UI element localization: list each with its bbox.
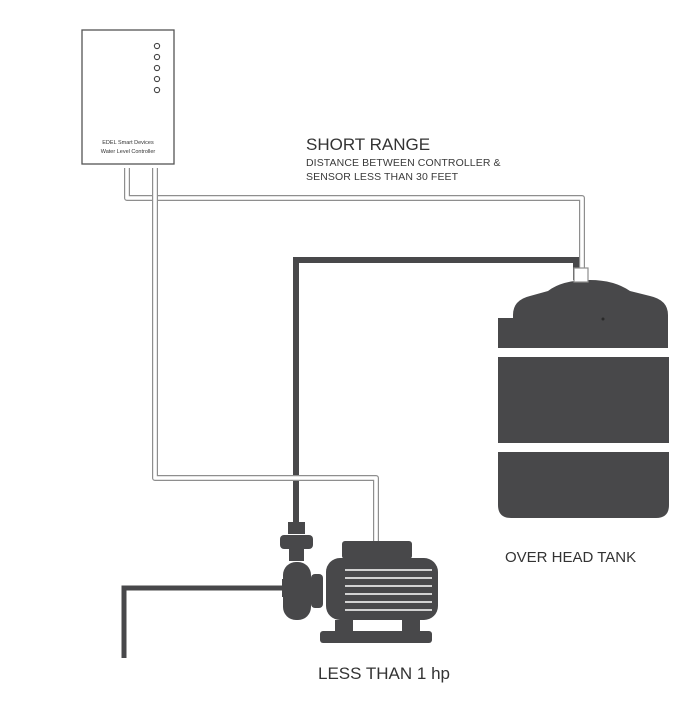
inlet-pipe: [121, 585, 282, 658]
tank-marker: [601, 317, 605, 321]
inlet-flange: [282, 579, 289, 597]
controller-unit: [81, 29, 175, 165]
indicator-led-2: [153, 53, 161, 61]
motor-foot-left: [335, 620, 353, 632]
controller-product: Water Level Controller: [100, 149, 156, 155]
range-title: SHORT RANGE: [306, 135, 431, 154]
indicator-led-4: [153, 75, 161, 83]
tank-middle-section: [498, 357, 669, 443]
indicator-led-5: [153, 86, 161, 94]
pump-label: LESS THAN 1 hp: [318, 664, 450, 683]
motor-foot-right: [402, 620, 420, 632]
pump-coupling: [311, 574, 323, 608]
tank-bottom-section: [498, 452, 669, 518]
outlet-flange: [280, 535, 313, 549]
range-line-1: DISTANCE BETWEEN CONTROLLER &: [306, 157, 501, 169]
range-line-2: SENSOR LESS THAN 30 FEET: [306, 171, 459, 183]
motor-body: [326, 558, 438, 620]
pump-cable-outline: [152, 168, 379, 542]
terminal-box: [342, 541, 412, 559]
tank-shoulder: [498, 318, 668, 348]
pump-assembly: [280, 522, 438, 643]
controller-brand: EDEL Smart Devices: [102, 140, 154, 146]
indicator-led-1: [153, 42, 161, 50]
indicator-led-3: [153, 64, 161, 72]
sensor-cap: [573, 267, 589, 283]
pump-volute: [283, 562, 311, 620]
controller-box: [81, 29, 175, 165]
pump-cable: [153, 168, 378, 542]
sensor-cable: [125, 168, 584, 276]
motor-cooling-fins: [345, 569, 432, 611]
tank-label: OVER HEAD TANK: [505, 549, 637, 566]
outlet-neck: [289, 549, 304, 561]
overhead-tank: [498, 267, 669, 518]
outlet-nut: [288, 522, 305, 534]
pump-base: [320, 631, 432, 643]
